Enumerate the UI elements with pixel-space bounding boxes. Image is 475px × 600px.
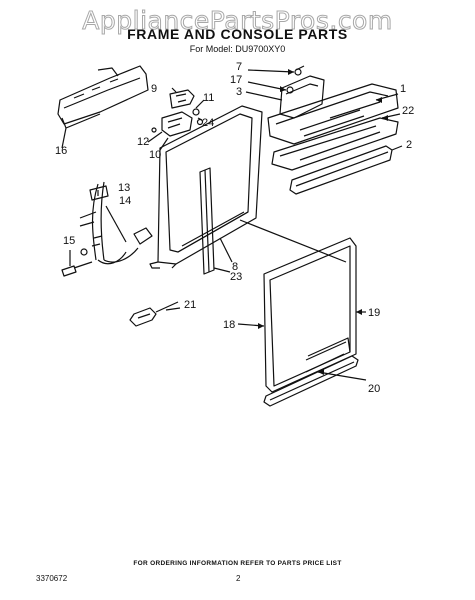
parts-13-14-wire-harness bbox=[79, 181, 153, 265]
callout-10: 10 bbox=[149, 149, 161, 161]
callout-16: 16 bbox=[55, 145, 67, 157]
callout-7: 7 bbox=[236, 61, 242, 73]
callout-19: 19 bbox=[368, 307, 380, 319]
callout-17: 17 bbox=[230, 74, 242, 86]
part-21-clip bbox=[129, 301, 179, 327]
callout-12: 12 bbox=[137, 136, 149, 148]
parts-18-19-door-panel bbox=[263, 237, 357, 393]
page-number: 2 bbox=[236, 574, 241, 583]
callout-15: 15 bbox=[63, 235, 75, 247]
part-1-console-panel bbox=[267, 83, 399, 145]
callout-9: 9 bbox=[151, 83, 157, 95]
callout-11: 11 bbox=[203, 92, 214, 104]
callout-18: 18 bbox=[223, 319, 235, 331]
part-23-strip bbox=[199, 167, 215, 275]
callout-24: 24 bbox=[202, 117, 214, 129]
parts-9-12-hardware bbox=[151, 89, 204, 137]
page-title: FRAME AND CONSOLE PARTS bbox=[127, 26, 348, 42]
callout-20: 20 bbox=[368, 383, 380, 395]
ordering-note: FOR ORDERING INFORMATION REFER TO PARTS … bbox=[133, 560, 342, 567]
callout-2: 2 bbox=[406, 139, 412, 151]
part-20-trim-strip bbox=[263, 355, 359, 407]
document-number: 3370672 bbox=[36, 574, 68, 583]
part-22-console-insert bbox=[271, 117, 399, 171]
callout-22: 22 bbox=[402, 105, 414, 117]
part-15-screw bbox=[61, 261, 93, 277]
callout-23: 23 bbox=[230, 271, 242, 283]
part-16-bracket bbox=[57, 65, 149, 129]
callout-3: 3 bbox=[236, 86, 242, 98]
callout-8: 8 bbox=[232, 261, 238, 273]
callout-1: 1 bbox=[400, 83, 406, 95]
callout-21: 21 bbox=[184, 299, 196, 311]
callout-14: 14 bbox=[119, 195, 131, 207]
inner-door-frame bbox=[149, 105, 263, 269]
part-2-console-trim bbox=[289, 145, 393, 195]
callout-13: 13 bbox=[118, 182, 130, 194]
model-line: For Model: DU9700XY0 bbox=[189, 44, 286, 54]
